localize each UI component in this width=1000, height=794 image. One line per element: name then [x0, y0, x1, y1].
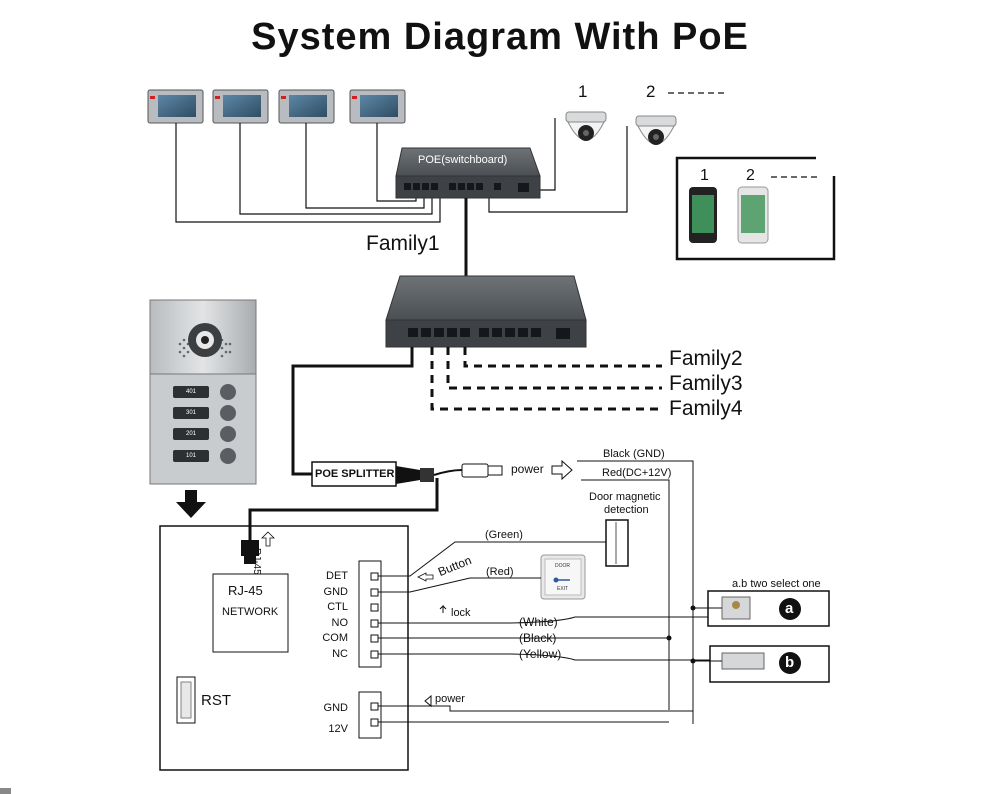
wire-green-label: (Green)	[485, 529, 523, 541]
exit-button-text: DOOR	[555, 563, 570, 569]
indoor-monitor-1	[147, 89, 204, 124]
lock-option-b	[709, 645, 830, 683]
door-magnetic-sensor	[605, 519, 629, 567]
indoor-monitor-3	[278, 89, 335, 124]
call-button-label: 401	[185, 389, 196, 395]
pin-no-label: NO	[331, 617, 349, 629]
call-button-label: 101	[185, 453, 196, 459]
pin-det-label: DET	[326, 570, 348, 582]
rj45-network-box	[212, 573, 289, 653]
power-annotation: power	[435, 693, 465, 705]
dome-camera-2	[635, 115, 677, 145]
lock-b-badge: b	[785, 654, 795, 671]
lock-annotation: lock	[451, 607, 471, 619]
splitter-power-label: power	[511, 462, 544, 476]
family4-label: Family4	[669, 397, 743, 420]
phone-number-2: 2	[746, 167, 755, 184]
lock-a-badge: a	[785, 600, 794, 617]
indoor-monitor-4	[349, 89, 406, 124]
door-magnetic-label: detection	[604, 504, 649, 516]
splitter-output-cable	[248, 478, 439, 540]
lock-option-a	[707, 590, 830, 627]
rst-label: RST	[201, 692, 231, 709]
camera-number-1: 1	[578, 82, 588, 101]
rj45-box-subtitle: NETWORK	[222, 606, 279, 618]
poe-splitter	[311, 461, 503, 487]
pin-com-label: COM	[322, 632, 348, 644]
pin-gnd-label: GND	[323, 586, 348, 598]
family1-label: Family1	[366, 232, 440, 255]
indoor-monitor-2	[212, 89, 269, 124]
indoor-unit-board	[159, 525, 409, 771]
family-dashed-links	[430, 347, 662, 411]
family2-label: Family2	[669, 347, 743, 370]
outdoor-door-station	[149, 299, 257, 485]
call-button-label: 301	[185, 410, 196, 416]
switchboard-label: POE(switchboard)	[418, 154, 508, 166]
phone-number-1: 1	[700, 167, 709, 184]
wire-red-label: (Red)	[486, 566, 514, 578]
rj45-arrow-icon	[261, 531, 275, 547]
diagram-title: System Diagram With PoE	[251, 16, 749, 58]
rj45-box-title: RJ-45	[228, 583, 263, 598]
family3-label: Family3	[669, 372, 743, 395]
exit-button-text: EXIT	[557, 586, 569, 592]
rj45-arrow-label: RJ-45	[251, 548, 262, 575]
pin-ctl-label: CTL	[327, 601, 348, 613]
door-exit-button	[540, 554, 586, 600]
down-arrow-icon	[176, 490, 206, 518]
pin-power-12v-label: 12V	[328, 723, 348, 735]
call-button-label: 201	[185, 431, 196, 437]
terminal-block-signal	[358, 560, 382, 668]
splitter-input-cable	[291, 347, 414, 476]
door-magnetic-label: Door magnetic	[589, 491, 661, 503]
camera-number-2: 2	[646, 82, 656, 101]
mobile-app-box	[675, 156, 836, 261]
wire-white-label: (White)	[519, 615, 558, 629]
wire-black-label: (Black)	[519, 631, 557, 645]
main-poe-switch	[385, 275, 587, 348]
splitter-label: POE SPLITTER	[315, 468, 395, 480]
monitor-cables	[175, 118, 628, 223]
wire-yellow-label: (Yellow)	[519, 647, 562, 661]
black-gnd-label: Black (GND)	[603, 448, 665, 460]
red-dc12v-label: Red(DC+12V)	[602, 467, 672, 479]
pin-power-gnd-label: GND	[323, 702, 348, 714]
signal-wires	[378, 541, 730, 723]
pin-nc-label: NC	[332, 648, 348, 660]
ab-select-note: a.b two select one	[732, 578, 821, 590]
dome-camera-1	[565, 111, 607, 141]
rj45-plug-icon	[241, 540, 259, 564]
power-arrow-icon	[551, 459, 573, 481]
terminal-block-power	[358, 691, 382, 739]
poe-switchboard	[395, 147, 541, 199]
psu-wires	[577, 460, 694, 724]
